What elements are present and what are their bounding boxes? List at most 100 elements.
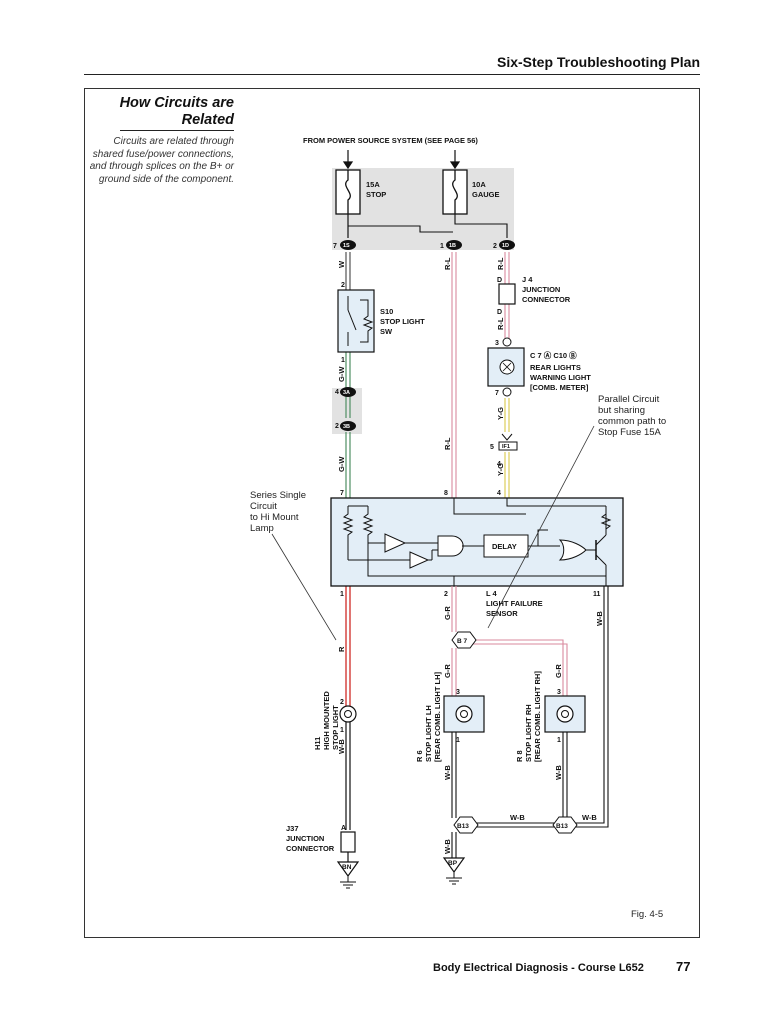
pin-warning-7: 7	[495, 390, 499, 397]
wires-left	[345, 214, 351, 862]
svg-text:BN: BN	[342, 864, 352, 871]
sidebar-body: Circuits are related through shared fuse…	[89, 136, 234, 185]
rear-warning-line3: [COMB. METER]	[530, 383, 589, 392]
pin-s10-2: 2	[341, 282, 345, 289]
svg-text:3B: 3B	[343, 424, 350, 430]
pin-3a-4: 4	[335, 389, 339, 396]
rear-warning-ids: C 7 Ⓐ C10 Ⓑ	[530, 350, 577, 360]
wire-label-yg-2: Y-G	[496, 463, 505, 476]
wires-lower	[451, 586, 609, 858]
switch-s10-id: S10	[380, 307, 393, 316]
lamp-r6-line1: STOP LIGHT LH	[424, 705, 433, 762]
connector-3b: 3B	[340, 421, 356, 431]
lamp-h11-symbol	[339, 705, 357, 723]
note-series: Series Single Circuit to Hi Mount Lamp	[250, 490, 337, 641]
rear-warning-light-symbol	[487, 337, 525, 397]
svg-text:B13: B13	[457, 823, 469, 830]
note-series-line-2: Circuit	[250, 501, 277, 512]
lamp-r8-id: R 8	[515, 750, 524, 762]
pin-if1-5: 5	[490, 444, 494, 451]
fuse-stop-symbol	[335, 169, 361, 215]
connector-b13-right: B13	[552, 816, 578, 834]
lamp-r8-line2: [REAR COMB. LIGHT RH]	[533, 671, 542, 762]
fuse-stop-rating: 15A	[366, 180, 380, 189]
connector-b13-left: B13	[453, 816, 479, 834]
wire-label-wb-6: W-B	[582, 813, 597, 822]
sensor-l4-id: L 4	[486, 589, 498, 598]
connector-1b: 1B	[446, 240, 462, 250]
ground-bp-icon: BP	[442, 857, 466, 885]
sidebar-rule	[120, 130, 234, 131]
note-series-line-3: to Hi Mount	[250, 512, 299, 523]
lamp-r8-line1: STOP LIGHT RH	[524, 704, 533, 762]
power-arrows	[342, 150, 461, 170]
wire-label-gr-3: G-R	[554, 664, 563, 678]
connector-b7: B 7	[451, 631, 477, 649]
wire-label-w: W	[337, 260, 346, 268]
fuse-gauge-symbol	[442, 169, 468, 215]
wire-label-r: R	[337, 646, 346, 652]
wire-label-wb-3: W-B	[443, 765, 452, 780]
pin-h11-2: 2	[340, 699, 344, 706]
pin-l4-8: 8	[444, 490, 448, 497]
fuse-gauge-rating: 10A	[472, 180, 486, 189]
note-parallel-line-3: common path to	[598, 416, 666, 427]
note-parallel: Parallel Circuit but sharing common path…	[487, 394, 666, 629]
pin-1-top: 1	[440, 243, 444, 250]
pin-l4-7: 7	[340, 490, 344, 497]
wire-rl-stop	[348, 225, 457, 498]
svg-text:1B: 1B	[449, 243, 456, 249]
junction-j4-symbol	[498, 283, 516, 305]
pin-r8-1: 1	[557, 737, 561, 744]
note-parallel-line-2: but sharing	[598, 405, 645, 416]
note-parallel-line-1: Parallel Circuit	[598, 394, 660, 405]
fuse-stop-name: STOP	[366, 190, 386, 199]
wire-label-wb-2: W-B	[337, 739, 346, 754]
wire-label-yg-1: Y-G	[496, 407, 505, 420]
connector-if1: IF1	[498, 433, 518, 451]
pin-7-top: 7	[333, 243, 337, 250]
lamp-h11-line2: STOP LIGHT	[331, 705, 340, 750]
wire-label-gw-1: G-W	[337, 366, 346, 382]
light-failure-sensor-box	[330, 497, 624, 587]
note-series-line-1: Series Single	[250, 490, 306, 501]
pin-r6-3: 3	[456, 689, 460, 696]
lamp-r6-symbol	[443, 695, 485, 733]
footer-course: Body Electrical Diagnosis - Course L652	[433, 962, 644, 974]
svg-text:1D: 1D	[502, 243, 509, 249]
sensor-l4-line1: LIGHT FAILURE	[486, 599, 543, 608]
pin-s10-1: 1	[341, 357, 345, 364]
figure-frame	[84, 88, 700, 938]
delay-label: DELAY	[492, 542, 517, 551]
svg-text:B 7: B 7	[457, 638, 468, 645]
wire-label-rl-3: R-L	[496, 317, 505, 330]
junction-j37-line1: JUNCTION	[286, 834, 324, 843]
pin-r6-1: 1	[456, 737, 460, 744]
pin-j4-d-bottom: D	[497, 309, 502, 316]
wire-label-wb-5: W-B	[510, 813, 525, 822]
pin-l4-4: 4	[497, 490, 501, 497]
rear-warning-line1: REAR LIGHTS	[530, 363, 581, 372]
note-parallel-line-4: Stop Fuse 15A	[598, 427, 662, 438]
wire-label-rl-4: R-L	[443, 437, 452, 450]
pin-l4-11: 11	[593, 591, 601, 598]
connector-1s: 1S	[340, 240, 356, 250]
fuse-block-background	[332, 168, 514, 250]
junction-j37-symbol	[340, 831, 356, 853]
wire-label-wb-4: W-B	[554, 765, 563, 780]
ground-bn-icon: BN	[336, 861, 360, 889]
wire-label-gr-2: G-R	[443, 664, 452, 678]
pin-r8-3: 3	[557, 689, 561, 696]
figure-label: Fig. 4-5	[631, 909, 663, 920]
lamp-h11-line1: HIGH MOUNTED	[322, 691, 331, 750]
pin-h11-1: 1	[340, 727, 344, 734]
pin-l4-2: 2	[444, 591, 448, 598]
lamp-r6-line2: [REAR COMB. LIGHT LH]	[433, 672, 442, 762]
lamp-h11-id: H11	[313, 737, 322, 750]
sidebar-title: How Circuits are Related	[119, 95, 234, 128]
switch-s10-line1: STOP LIGHT	[380, 317, 425, 326]
connector-3a: 3A	[340, 387, 356, 397]
wire-gauge-path	[454, 214, 510, 498]
pin-3b-2: 2	[335, 423, 339, 430]
